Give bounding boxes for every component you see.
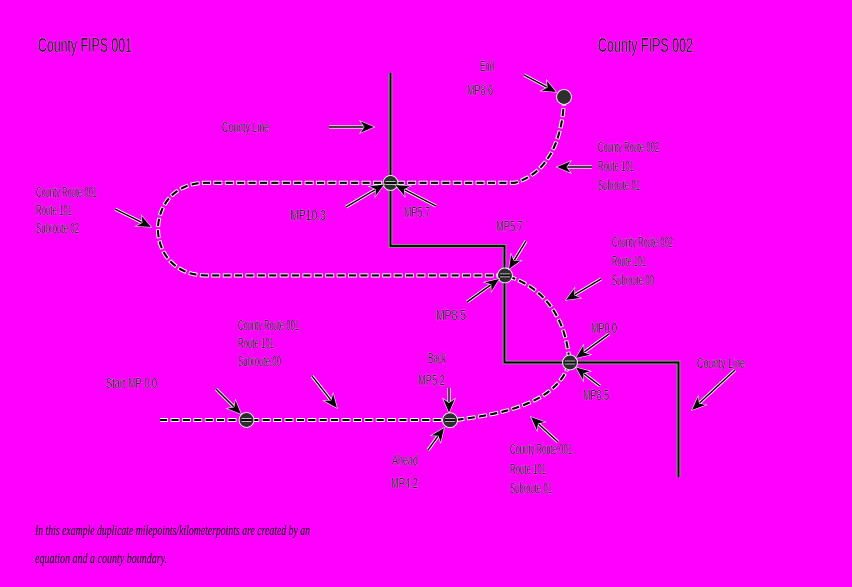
svg-text:MP8.5: MP8.5 [436, 307, 466, 324]
svg-text:MP8.5: MP8.5 [583, 387, 609, 404]
svg-text:Back: Back [428, 350, 446, 367]
svg-text:In this example duplicate mile: In this example duplicate milepoints/kil… [34, 523, 310, 539]
svg-text:MP5.7: MP5.7 [404, 204, 430, 221]
svg-text:County FIPS 001: County FIPS 001 [38, 35, 132, 57]
svg-text:Route 101: Route 101 [510, 461, 546, 478]
svg-text:Ahead: Ahead [392, 452, 418, 469]
svg-text:MP8.6: MP8.6 [467, 82, 493, 99]
svg-text:Subroute 02: Subroute 02 [36, 220, 79, 237]
svg-text:MP0.0: MP0.0 [591, 320, 617, 337]
svg-text:Route 101: Route 101 [238, 335, 274, 352]
svg-text:equation and a county boundary: equation and a county boundary. [35, 551, 167, 567]
svg-text:County Line: County Line [697, 355, 745, 372]
svg-text:County FIPS 002: County FIPS 002 [598, 35, 693, 57]
svg-text:MP5.2: MP5.2 [418, 372, 445, 389]
svg-text:Subroute 00: Subroute 00 [238, 353, 281, 370]
svg-text:County Route 002: County Route 002 [612, 234, 673, 251]
svg-text:Route 101: Route 101 [36, 202, 72, 219]
svg-text:County Route 001: County Route 001 [36, 184, 97, 201]
svg-text:Route 101: Route 101 [598, 158, 634, 175]
svg-text:Subroute 01: Subroute 01 [598, 177, 640, 194]
svg-text:Subroute 00: Subroute 00 [612, 272, 654, 289]
svg-text:County Route 001: County Route 001 [238, 317, 299, 334]
svg-text:Subroute 01: Subroute 01 [510, 480, 552, 497]
svg-text:MP5.7: MP5.7 [496, 218, 523, 235]
svg-text:County Line: County Line [222, 119, 269, 136]
svg-text:Route 101: Route 101 [612, 253, 646, 270]
svg-text:MP4.2: MP4.2 [391, 475, 418, 492]
svg-text:End: End [480, 58, 494, 75]
svg-text:County Route 002: County Route 002 [598, 139, 659, 156]
svg-text:Start MP 0.0: Start MP 0.0 [106, 375, 157, 392]
svg-text:County Route 001: County Route 001 [510, 441, 572, 458]
svg-text:MP10.3: MP10.3 [290, 207, 326, 224]
